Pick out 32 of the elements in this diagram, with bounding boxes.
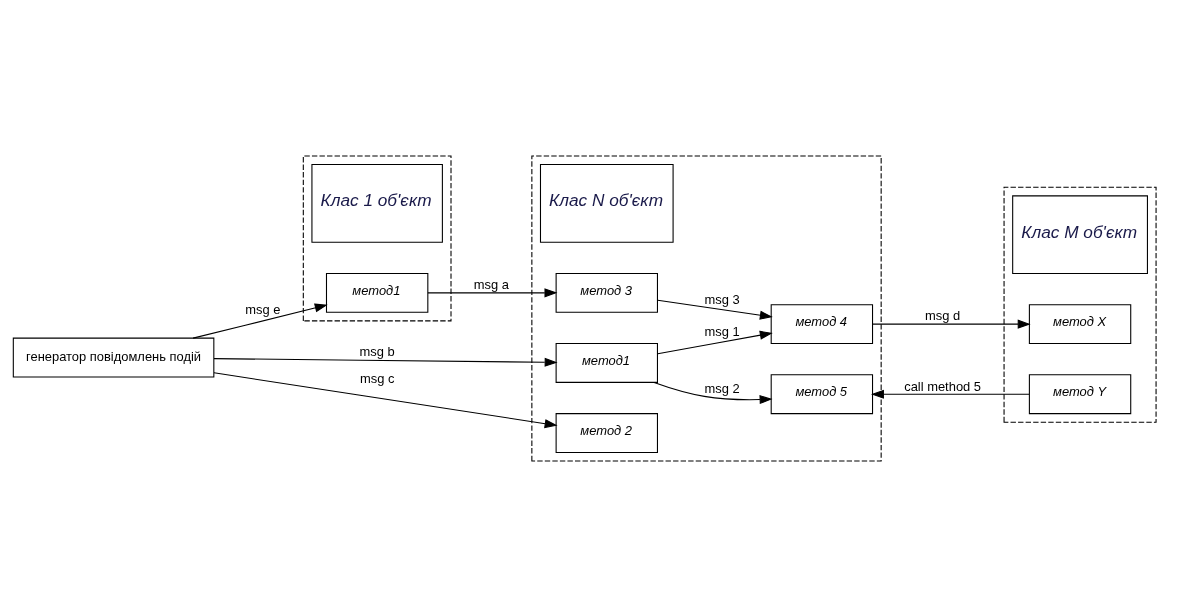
node-box: Клас N об'єкт	[539, 163, 674, 243]
arrow	[192, 303, 328, 339]
edge-label: msg b	[359, 343, 395, 359]
edge-label: msg 1	[704, 323, 740, 339]
node-box: метод 3	[555, 272, 658, 313]
arrow	[213, 357, 558, 367]
edge-label: msg a	[473, 276, 509, 292]
node-box: генератор повідомлень подій	[12, 337, 214, 377]
edge-label: msg c	[359, 370, 394, 386]
edge-label: msg d	[924, 307, 960, 323]
cluster	[302, 154, 452, 321]
arrow	[870, 389, 1030, 399]
arrow	[656, 330, 773, 354]
node-box: метод1	[325, 272, 428, 313]
node-box: метод X	[1028, 303, 1131, 344]
arrow	[871, 319, 1031, 329]
arrow	[426, 287, 557, 297]
edge-label: msg 3	[704, 291, 740, 307]
arrow	[653, 381, 773, 404]
node-box: метод 5	[770, 373, 873, 414]
cluster	[1003, 186, 1157, 423]
arrow	[213, 371, 558, 428]
arrow	[656, 299, 773, 320]
node-box: Клас 1 об'єкт	[310, 163, 443, 243]
edge-label: msg 2	[704, 380, 740, 396]
edge-label: msg e	[244, 301, 280, 317]
edge-label: call method 5	[903, 378, 981, 394]
node-box: метод 2	[555, 412, 658, 453]
node-box: метод1	[555, 342, 658, 383]
node-box: метод 4	[770, 303, 873, 344]
node-box: метод Y	[1028, 373, 1131, 414]
node-box: Клас M об'єкт	[1011, 194, 1148, 274]
